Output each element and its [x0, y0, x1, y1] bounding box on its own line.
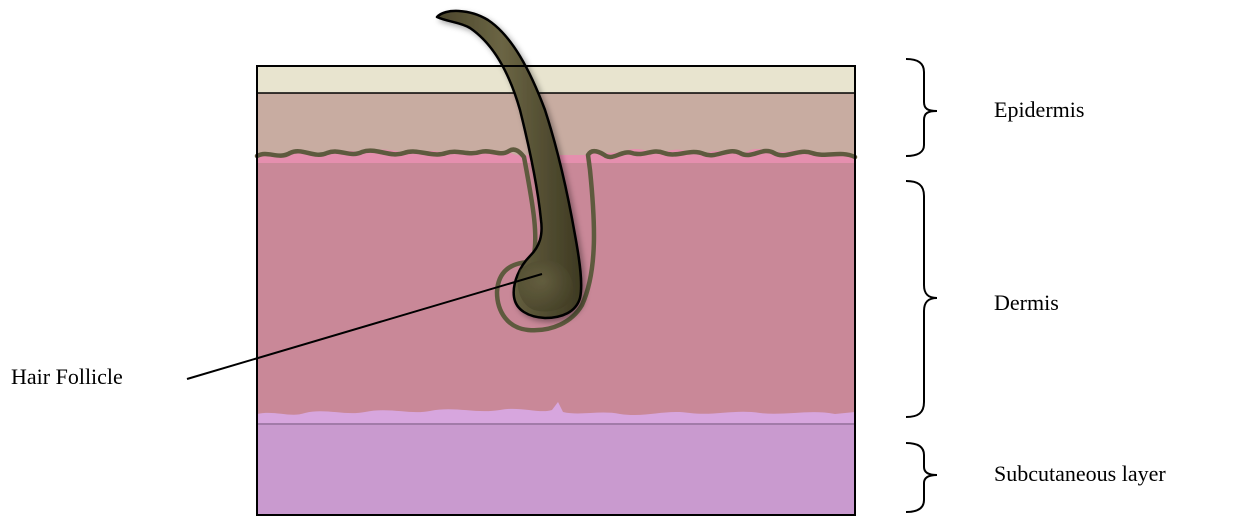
subcutaneous-layer-label: Subcutaneous layer — [994, 461, 1166, 487]
dermis-brace — [906, 181, 937, 417]
hair-follicle-label: Hair Follicle — [11, 364, 123, 390]
epidermis-label: Epidermis — [994, 97, 1084, 123]
dermis-label: Dermis — [994, 290, 1059, 316]
subcutaneous-brace — [906, 443, 937, 512]
subcutaneous-layer — [257, 424, 855, 515]
epidermis-brace — [906, 59, 937, 156]
stratum-corneum — [257, 66, 855, 93]
